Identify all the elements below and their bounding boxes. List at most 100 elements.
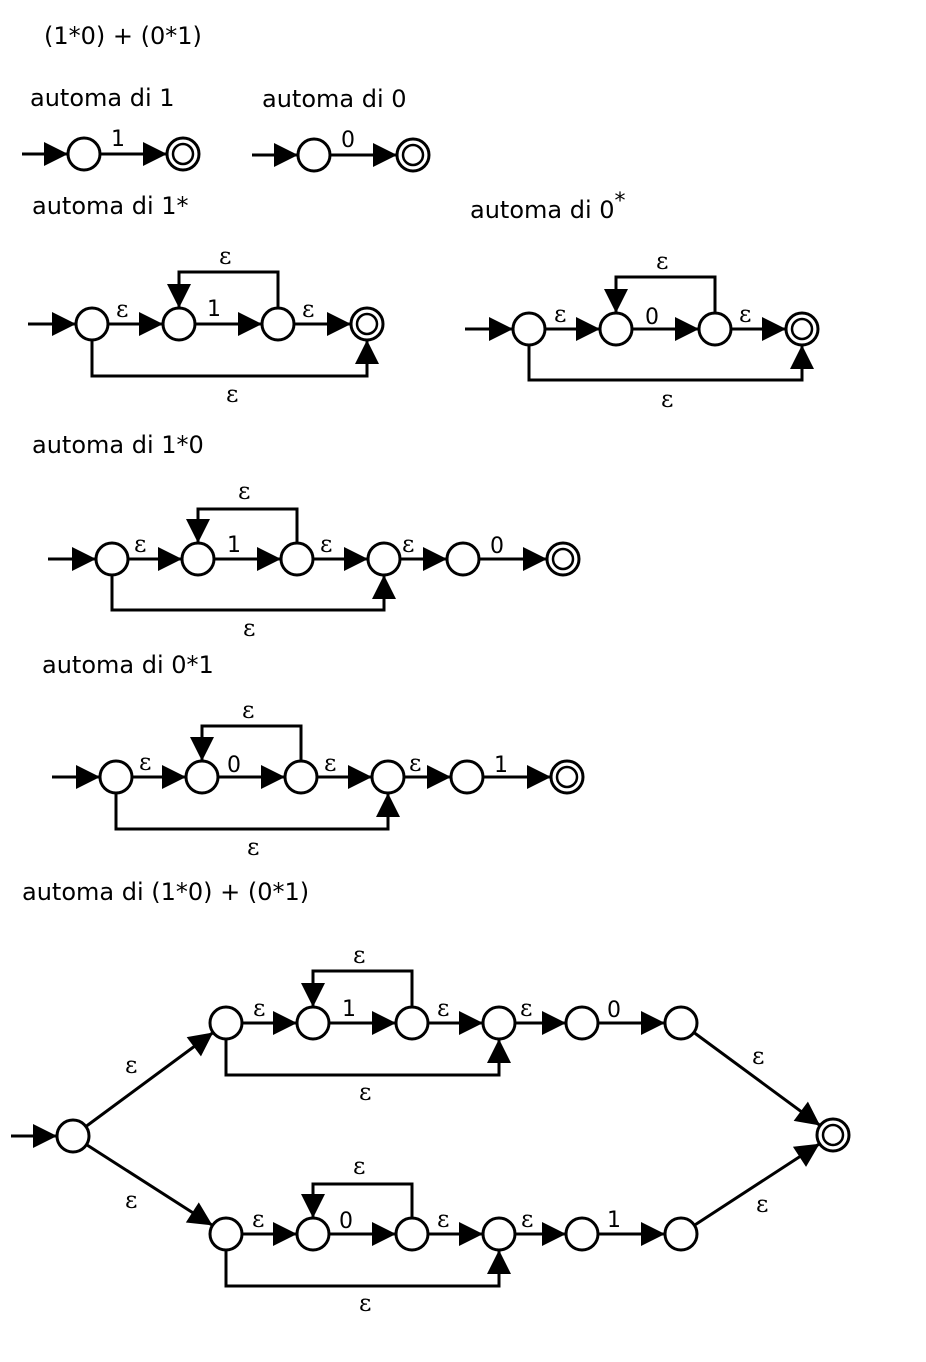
d6-edge-eps-concat-label: ε: [409, 749, 421, 777]
d6-edge-eps-out-label: ε: [324, 749, 336, 777]
d7-bottom-state-4: [564, 1216, 600, 1252]
d5-state-accept-inner: [551, 547, 575, 571]
labels-layer: automa di 1 1 automa di 0 0 automa di 1* ε 1 ε ε…: [22, 84, 768, 1317]
d6-loop-eps-arrow: [190, 737, 214, 761]
d4-edge-eps-out-arrow: [762, 317, 786, 341]
d5-edge-0-arrow: [523, 547, 547, 571]
expression-title: (1*0) + (0*1): [44, 22, 202, 50]
d6-edge-eps-out-arrow: [348, 765, 372, 789]
d7-bottom-edge-0-arrow: [372, 1222, 396, 1246]
d7-top-state-5: [663, 1005, 699, 1041]
d6-loop-eps-label: ε: [242, 696, 254, 724]
d7-bottom-edge-eps-out-arrow: [459, 1222, 483, 1246]
d5-edge-eps-out-arrow: [344, 547, 368, 571]
d2-edge-0-arrow: [373, 143, 397, 167]
edges-layer: [11, 142, 822, 1288]
d2-state-0: [296, 137, 332, 173]
d5-edge-eps-concat-arrow: [423, 547, 447, 571]
d6-edge-0-arrow: [261, 765, 285, 789]
d7-top-state-1: [295, 1005, 331, 1041]
d3-bypass-eps: [90, 340, 369, 378]
d7-top-bypass-eps-label: ε: [359, 1078, 371, 1106]
d7-top-edge-eps-out-arrow: [459, 1011, 483, 1035]
title-automa-1: automa di 1: [30, 84, 175, 112]
d4-edge-eps-out-label: ε: [739, 300, 751, 328]
d7-top-edge-1-arrow: [372, 1011, 396, 1035]
d7-bottom-edge-1-arrow: [641, 1222, 665, 1246]
d2-start-edge-arrow: [274, 143, 298, 167]
d6-state-3: [370, 759, 406, 795]
d6-edge-eps-in-label: ε: [139, 748, 151, 776]
d7-bottom-edge-eps-concat-arrow: [542, 1222, 566, 1246]
d4-loop-eps-arrow: [604, 289, 628, 313]
d5-bypass-eps-label: ε: [243, 614, 255, 642]
d2-state-accept-inner: [401, 143, 425, 167]
d7-top-state-3: [481, 1005, 517, 1041]
d5-start-edge-arrow: [72, 547, 96, 571]
title-automa-0: automa di 0: [262, 85, 407, 113]
d5-edge-eps-in-arrow: [158, 547, 182, 571]
title-automa-0-star-1: automa di 0*1: [42, 651, 214, 679]
d7-bottom-edge-1-label: 1: [607, 1208, 621, 1233]
d7-edge-eps-merge-bottom: [693, 1142, 821, 1227]
d5-edge-0-label: 0: [490, 534, 504, 559]
d6-loop-eps: [200, 724, 303, 761]
d7-top-loop-eps-label: ε: [353, 941, 365, 969]
d7-top-edge-eps-out-label: ε: [437, 994, 449, 1022]
d4-loop-eps: [614, 275, 717, 313]
d3-loop-eps: [177, 270, 280, 308]
d6-edge-0-label: 0: [227, 753, 241, 778]
d7-edge-eps-merge-top-arrow: [793, 1101, 821, 1126]
d7-edge-eps-split-top-arrow: [186, 1032, 214, 1057]
d7-top-state-4: [564, 1005, 600, 1041]
d4-state-accept-inner: [790, 317, 814, 341]
d7-bottom-state-0: [208, 1216, 244, 1252]
d7-edge-eps-merge-bottom-label: ε: [756, 1190, 768, 1218]
d7-edge-eps-split-top: [84, 1031, 215, 1128]
d7-bottom-edge-eps-out-label: ε: [437, 1205, 449, 1233]
d1-state-0: [66, 136, 102, 172]
d7-edge-eps-split-top-label: ε: [125, 1051, 137, 1079]
d7-bottom-state-1: [295, 1216, 331, 1252]
d6-state-accept-inner: [555, 765, 579, 789]
d4-state-1: [598, 311, 634, 347]
d7-top-bypass-eps: [224, 1039, 501, 1077]
d5-state-2: [279, 541, 315, 577]
d7-bottom-bypass-eps-arrow: [487, 1250, 511, 1274]
d4-bypass-eps-label: ε: [661, 385, 673, 413]
d7-bottom-edge-eps-in-label: ε: [252, 1205, 264, 1233]
title-automa-1-star-0: automa di 1*0: [32, 431, 204, 459]
d7-top-edge-eps-concat-arrow: [542, 1011, 566, 1035]
title-automa-0-star-superscript: *: [615, 189, 626, 214]
title-automa-1-star: automa di 1*: [32, 192, 189, 220]
d7-bottom-edge-0-label: 0: [339, 1209, 353, 1234]
d5-state-4: [445, 541, 481, 577]
d6-edge-eps-concat-arrow: [427, 765, 451, 789]
d7-edge-eps-split-bottom: [85, 1143, 214, 1227]
d2-edge-0-label: 0: [341, 128, 355, 153]
d7-edge-eps-merge-top-label: ε: [752, 1042, 764, 1070]
d4-edge-eps-in-label: ε: [554, 300, 566, 328]
d7-start-edge-arrow: [33, 1124, 57, 1148]
d3-state-accept-inner: [355, 312, 379, 336]
d6-edge-1-label: 1: [494, 753, 508, 778]
d7-bottom-bypass-eps: [224, 1250, 501, 1288]
d4-state-2: [697, 311, 733, 347]
d3-bypass-eps-arrow: [355, 340, 379, 364]
d7-top-edge-eps-concat-label: ε: [520, 994, 532, 1022]
d5-state-1: [180, 541, 216, 577]
d5-edge-eps-concat-label: ε: [402, 530, 414, 558]
d3-edge-eps-out-label: ε: [302, 295, 314, 323]
d1-start-edge-arrow: [44, 142, 68, 166]
d7-bottom-edge-eps-in-arrow: [273, 1222, 297, 1246]
d4-edge-0-arrow: [675, 317, 699, 341]
d5-bypass-eps-arrow: [372, 575, 396, 599]
d6-state-1: [184, 759, 220, 795]
d5-loop-eps-label: ε: [238, 477, 250, 505]
d7-top-state-0: [208, 1005, 244, 1041]
d3-state-2: [260, 306, 296, 342]
d4-bypass-eps: [527, 345, 804, 382]
d5-state-0: [94, 541, 130, 577]
d7-edge-eps-split-bottom-label: ε: [125, 1186, 137, 1214]
d5-state-3: [366, 541, 402, 577]
